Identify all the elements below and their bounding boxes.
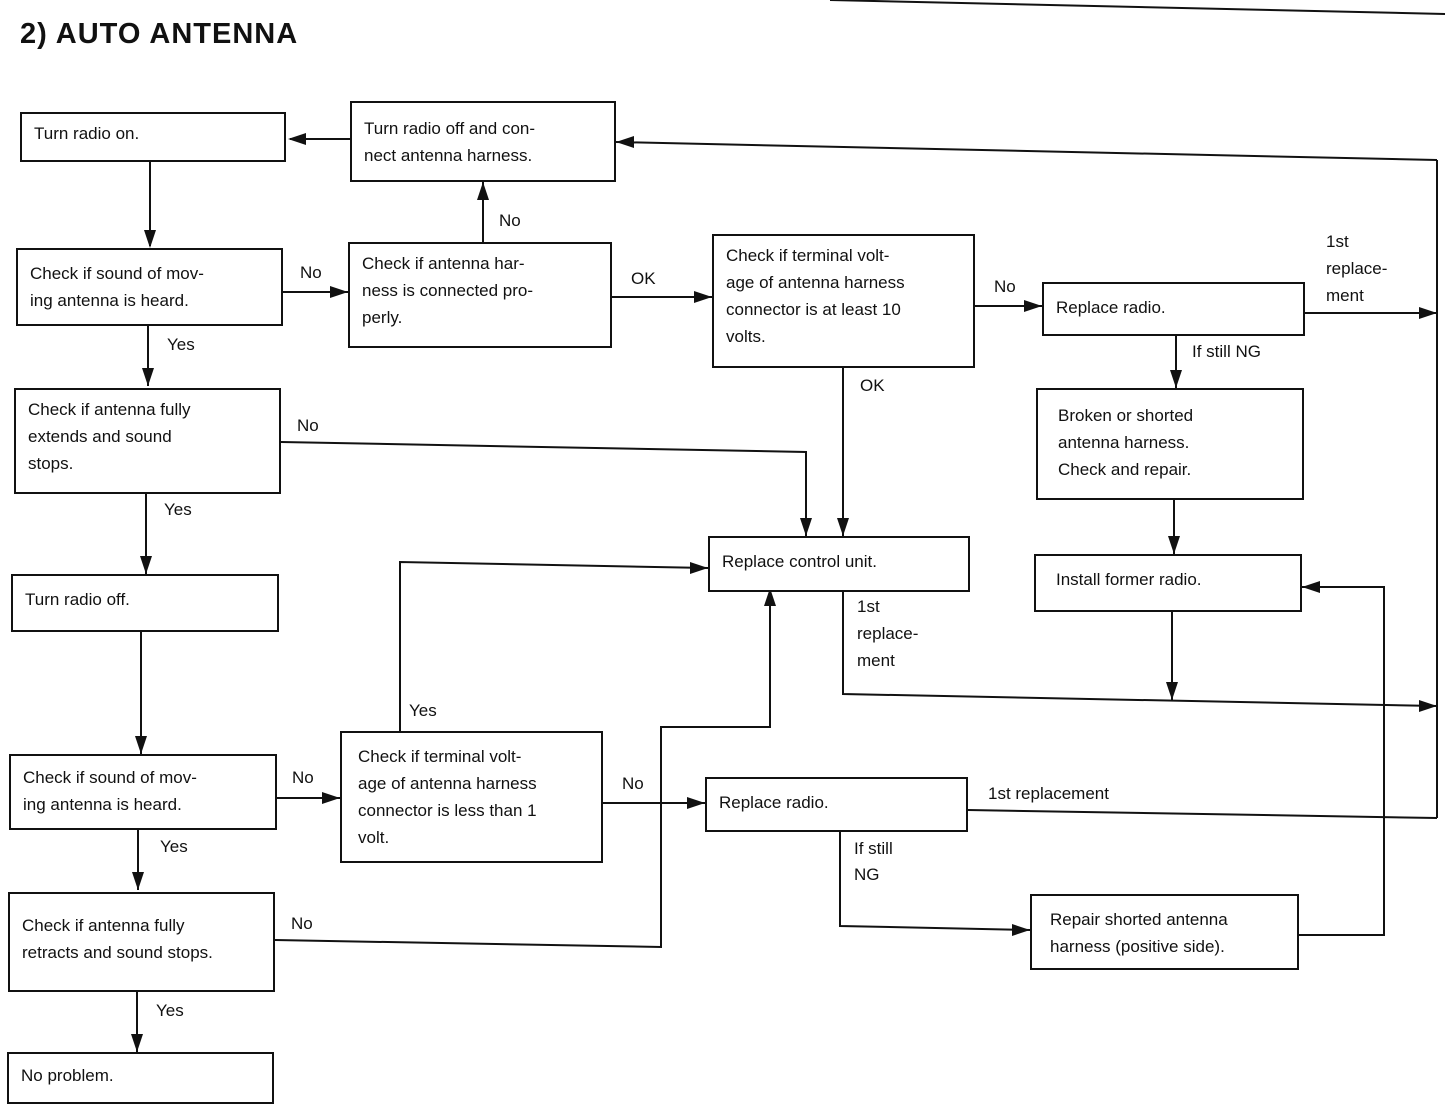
check-voltage-1-box: Check if terminal volt- age of antenna h… (340, 731, 603, 863)
arrowhead (616, 136, 634, 148)
install-former-radio-box: Install former radio. (1034, 554, 1302, 612)
arrowhead (288, 133, 306, 145)
repair-shorted-harness-box: Repair shorted antenna harness (positive… (1030, 894, 1299, 970)
arrowhead (142, 368, 154, 386)
replace-radio-box-1: Replace radio. (1042, 282, 1305, 336)
label-yes-sound1: Yes (167, 335, 195, 354)
label-1st-replacement-top: 1st replace- ment (1326, 232, 1388, 305)
replace-radio-box-2: Replace radio. (705, 777, 968, 832)
label-no-sound1: No (300, 263, 322, 282)
page-title: 2) AUTO ANTENNA (20, 18, 299, 50)
label-ok-harness: OK (631, 269, 656, 288)
no-problem-box: No problem. (7, 1052, 274, 1104)
arrowhead (135, 736, 147, 754)
label-1st-replacement-control: 1st replace- ment (857, 597, 919, 670)
arrowhead (1012, 924, 1030, 936)
arrowhead (1170, 370, 1182, 388)
label-1st-replacement-radio2: 1st replacement (988, 784, 1109, 803)
label-yes-sound2: Yes (160, 837, 188, 856)
check-sound-box-1: Check if sound of mov- ing antenna is he… (16, 248, 283, 326)
arrowhead (330, 286, 348, 298)
label-no-voltage1: No (622, 774, 644, 793)
arrowhead (1419, 307, 1437, 319)
arrowhead (764, 588, 776, 606)
arrowhead (687, 797, 705, 809)
label-no-extends: No (297, 416, 319, 435)
arrowhead (1302, 581, 1320, 593)
check-harness-connected-box: Check if antenna har- ness is connected … (348, 242, 612, 348)
arrowhead (1168, 536, 1180, 554)
arrowhead (1419, 700, 1437, 712)
arrowhead (131, 1034, 143, 1052)
arrowhead (1024, 300, 1042, 312)
turn-off-connect-harness-box: Turn radio off and con- nect antenna har… (350, 101, 616, 182)
arrowhead (1166, 682, 1178, 700)
arrowhead (144, 230, 156, 248)
arrowhead (690, 562, 708, 574)
label-no-sound2: No (292, 768, 314, 787)
label-yes-extends: Yes (164, 500, 192, 519)
arrowhead (132, 872, 144, 890)
turn-radio-on-box: Turn radio on. (20, 112, 286, 162)
label-ok-voltage10: OK (860, 376, 885, 395)
label-if-still-ng-1: If still NG (1192, 342, 1261, 361)
arrowhead (800, 518, 812, 536)
arrowhead (694, 291, 712, 303)
replace-control-unit-box: Replace control unit. (708, 536, 970, 592)
arrowhead (140, 556, 152, 574)
turn-radio-off-box: Turn radio off. (11, 574, 279, 632)
label-no-harness: No (499, 211, 521, 230)
check-retracts-box: Check if antenna fully retracts and soun… (8, 892, 275, 992)
top-rule (829, 0, 1446, 15)
broken-harness-box: Broken or shorted antenna harness. Check… (1036, 388, 1304, 500)
arrowhead (477, 182, 489, 200)
label-yes-retracts: Yes (156, 1001, 184, 1020)
arrowhead (837, 518, 849, 536)
label-if-still-ng-2: If still NG (854, 839, 893, 884)
check-voltage-10-box: Check if terminal volt- age of antenna h… (712, 234, 975, 368)
check-extends-box: Check if antenna fully extends and sound… (14, 388, 281, 494)
check-sound-box-2: Check if sound of mov- ing antenna is he… (9, 754, 277, 830)
label-yes-voltage1: Yes (409, 701, 437, 720)
label-no-voltage10: No (994, 277, 1016, 296)
arrowhead (322, 792, 340, 804)
label-no-retracts: No (291, 914, 313, 933)
